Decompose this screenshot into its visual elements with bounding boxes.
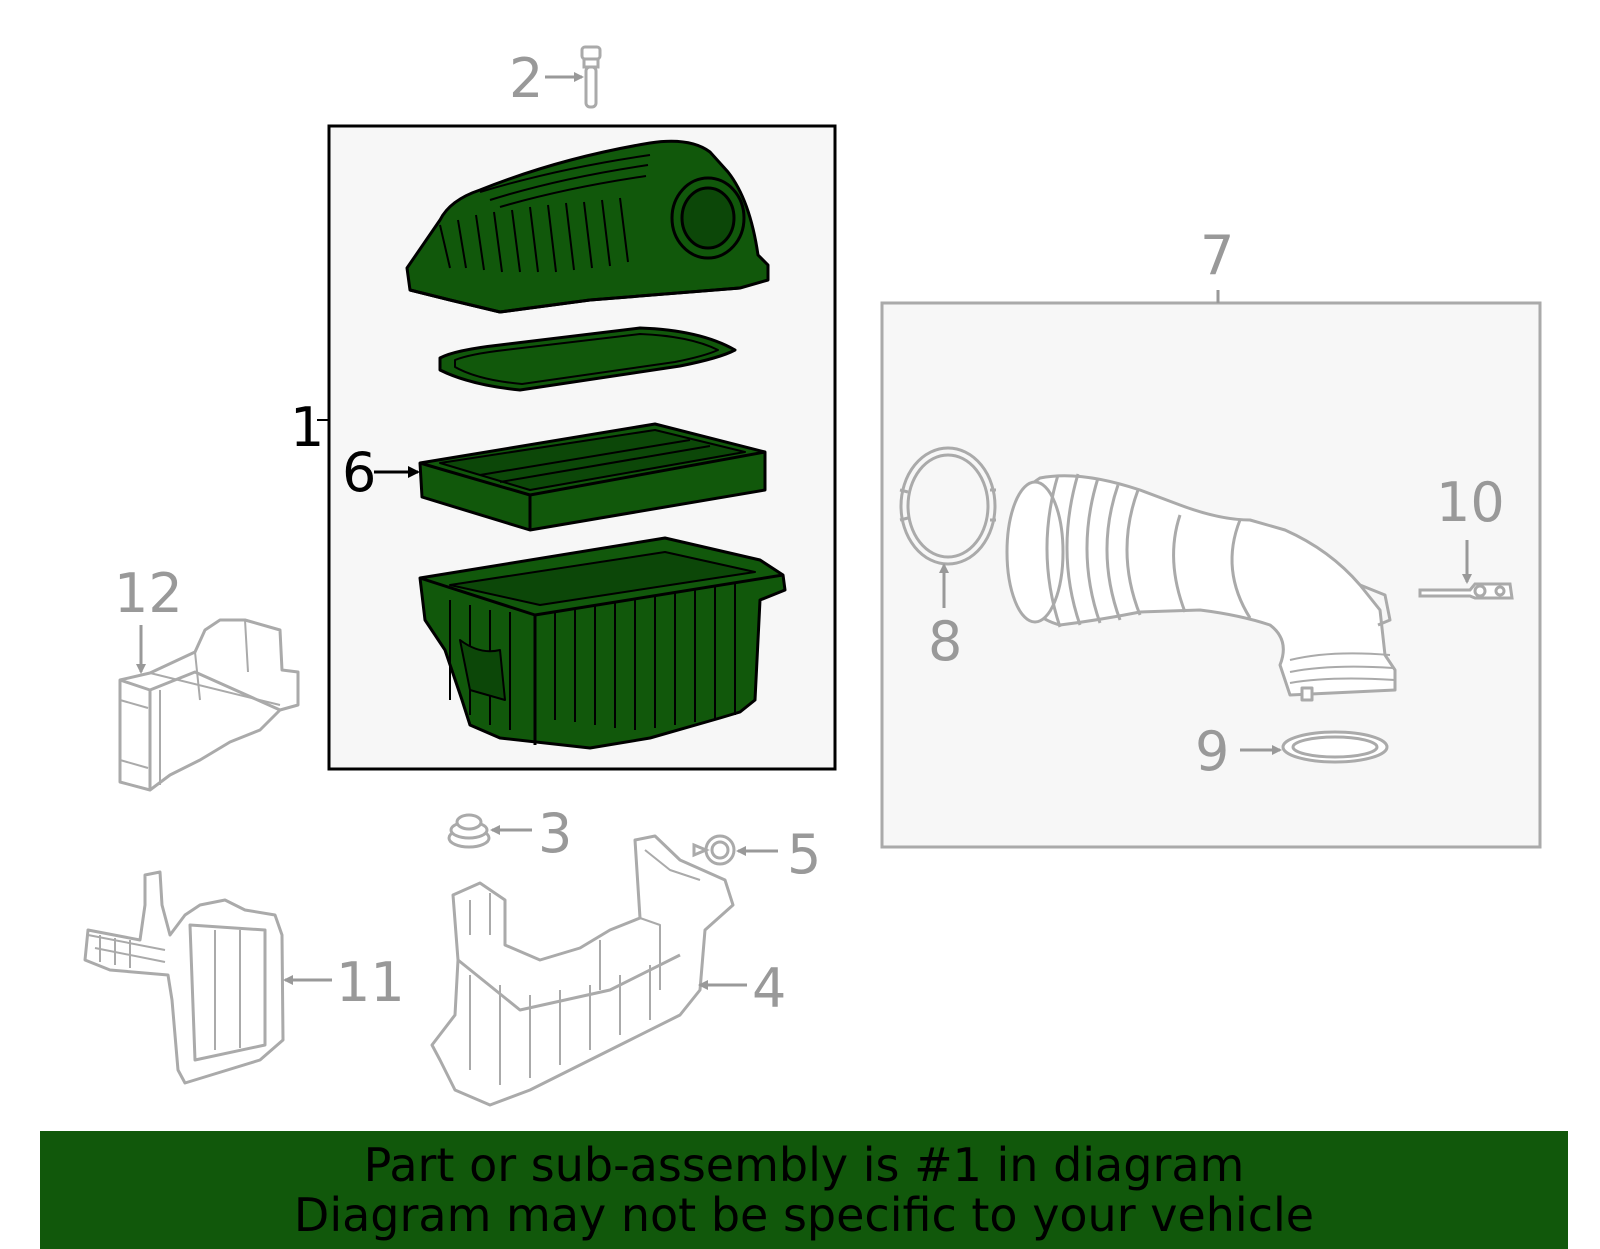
callout-2: 2 — [509, 47, 543, 110]
callout-9: 9 — [1195, 720, 1229, 783]
sensor-part-10[interactable] — [1418, 582, 1514, 600]
airbox-cover-part[interactable] — [405, 139, 770, 314]
bracket-part-4[interactable] — [430, 834, 735, 1107]
callout-10: 10 — [1436, 471, 1505, 534]
intake-hose-part[interactable] — [1005, 473, 1397, 702]
banner-line-1: Part or sub-assembly is #1 in diagram — [363, 1138, 1245, 1192]
callout-7: 7 — [1200, 224, 1234, 287]
push-pin-part-5[interactable] — [692, 834, 736, 866]
callout-11: 11 — [336, 951, 405, 1014]
gasket-part[interactable] — [438, 326, 737, 392]
callout-3: 3 — [538, 802, 572, 865]
info-banner: Part or sub-assembly is #1 in diagram Di… — [40, 1131, 1568, 1249]
info-banner-bg — [40, 1131, 1568, 1249]
callout-8: 8 — [928, 610, 962, 673]
callout-4: 4 — [752, 957, 786, 1020]
duct-part-12[interactable] — [118, 618, 300, 792]
callout-1: 1 — [290, 396, 324, 459]
bolt-part-2[interactable] — [580, 45, 602, 109]
callout-12: 12 — [114, 562, 183, 625]
grommet-part-3[interactable] — [447, 813, 491, 849]
callout-6: 6 — [342, 441, 376, 504]
callout-5: 5 — [787, 823, 821, 886]
banner-line-2: Diagram may not be specific to your vehi… — [293, 1188, 1315, 1242]
airbox-housing-part[interactable] — [418, 536, 787, 750]
air-filter-part[interactable] — [418, 422, 767, 532]
intake-duct-part-11[interactable] — [83, 870, 285, 1085]
seal-ring-part-9[interactable] — [1281, 730, 1389, 764]
